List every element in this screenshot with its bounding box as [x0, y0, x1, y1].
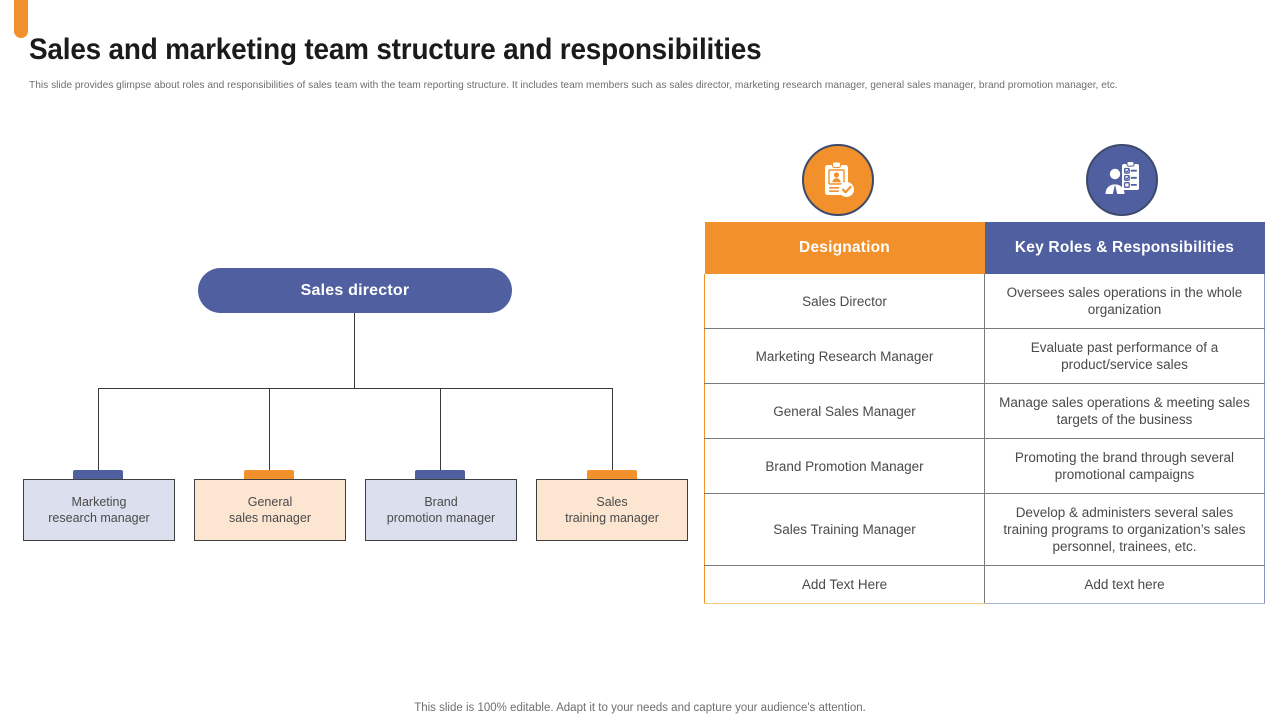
org-node-label-line2: training manager: [565, 511, 659, 525]
cell-designation: Add Text Here: [704, 565, 985, 604]
accent-bar: [14, 0, 28, 38]
org-node-tab-brand-promotion-manager: [415, 470, 465, 479]
footer-note: This slide is 100% editable. Adapt it to…: [414, 702, 866, 714]
org-connector-trunk: [354, 313, 355, 388]
org-node-label-line1: Sales: [596, 495, 628, 509]
org-node-sales-training-manager[interactable]: Sales training manager: [536, 479, 688, 541]
org-node-label-line1: Marketing: [71, 495, 127, 509]
id-clipboard-check-icon: [802, 144, 874, 216]
org-node-label-line2: promotion manager: [386, 511, 496, 525]
page-title: Sales and marketing team structure and r…: [29, 33, 762, 66]
org-node-label-line1: Brand: [424, 495, 458, 509]
cell-responsibility: Develop & administers several sales trai…: [984, 493, 1265, 566]
org-node-label: Sales director: [300, 281, 410, 299]
table-row[interactable]: General Sales Manager Manage sales opera…: [704, 383, 1265, 439]
org-connector-drop-3: [440, 388, 441, 470]
org-node-label-line1: General: [247, 495, 293, 509]
cell-designation: General Sales Manager: [704, 383, 985, 439]
cell-responsibility: Promoting the brand through several prom…: [984, 438, 1265, 494]
table-header-key-roles: Key Roles & Responsibilities: [984, 222, 1265, 274]
org-node-label-line2: sales manager: [229, 511, 311, 525]
table-row[interactable]: Brand Promotion Manager Promoting the br…: [704, 438, 1265, 494]
org-node-tab-marketing-research-manager: [73, 470, 123, 479]
cell-responsibility: Manage sales operations & meeting sales …: [984, 383, 1265, 439]
table-row[interactable]: Sales Director Oversees sales operations…: [704, 274, 1265, 329]
cell-designation: Brand Promotion Manager: [704, 438, 985, 494]
cell-designation: Sales Director: [704, 274, 985, 329]
table-header-row: Designation Key Roles & Responsibilities: [704, 222, 1265, 274]
roles-responsibilities-table: Designation Key Roles & Responsibilities…: [704, 222, 1265, 604]
cell-responsibility: Evaluate past performance of a product/s…: [984, 328, 1265, 384]
org-node-general-sales-manager[interactable]: General sales manager: [194, 479, 346, 541]
page-subtitle: This slide provides glimpse about roles …: [29, 79, 1118, 91]
table-header-designation: Designation: [704, 222, 985, 274]
org-node-sales-director[interactable]: Sales director: [198, 268, 512, 313]
org-node-brand-promotion-manager[interactable]: Brand promotion manager: [365, 479, 517, 541]
org-connector-drop-1: [98, 388, 99, 470]
org-node-label-line2: research manager: [48, 511, 150, 525]
org-node-tab-general-sales-manager: [244, 470, 294, 479]
cell-responsibility: Add text here: [984, 565, 1265, 604]
cell-designation: Sales Training Manager: [704, 493, 985, 566]
org-node-tab-sales-training-manager: [587, 470, 637, 479]
table-row[interactable]: Marketing Research Manager Evaluate past…: [704, 328, 1265, 384]
org-connector-drop-4: [612, 388, 613, 470]
table-row[interactable]: Add Text Here Add text here: [704, 565, 1265, 604]
org-node-marketing-research-manager[interactable]: Marketing research manager: [23, 479, 175, 541]
cell-designation: Marketing Research Manager: [704, 328, 985, 384]
cell-responsibility: Oversees sales operations in the whole o…: [984, 274, 1265, 329]
org-connector-drop-2: [269, 388, 270, 470]
org-connector-bus: [98, 388, 613, 389]
table-row[interactable]: Sales Training Manager Develop & adminis…: [704, 493, 1265, 566]
person-checklist-clipboard-icon: [1086, 144, 1158, 216]
